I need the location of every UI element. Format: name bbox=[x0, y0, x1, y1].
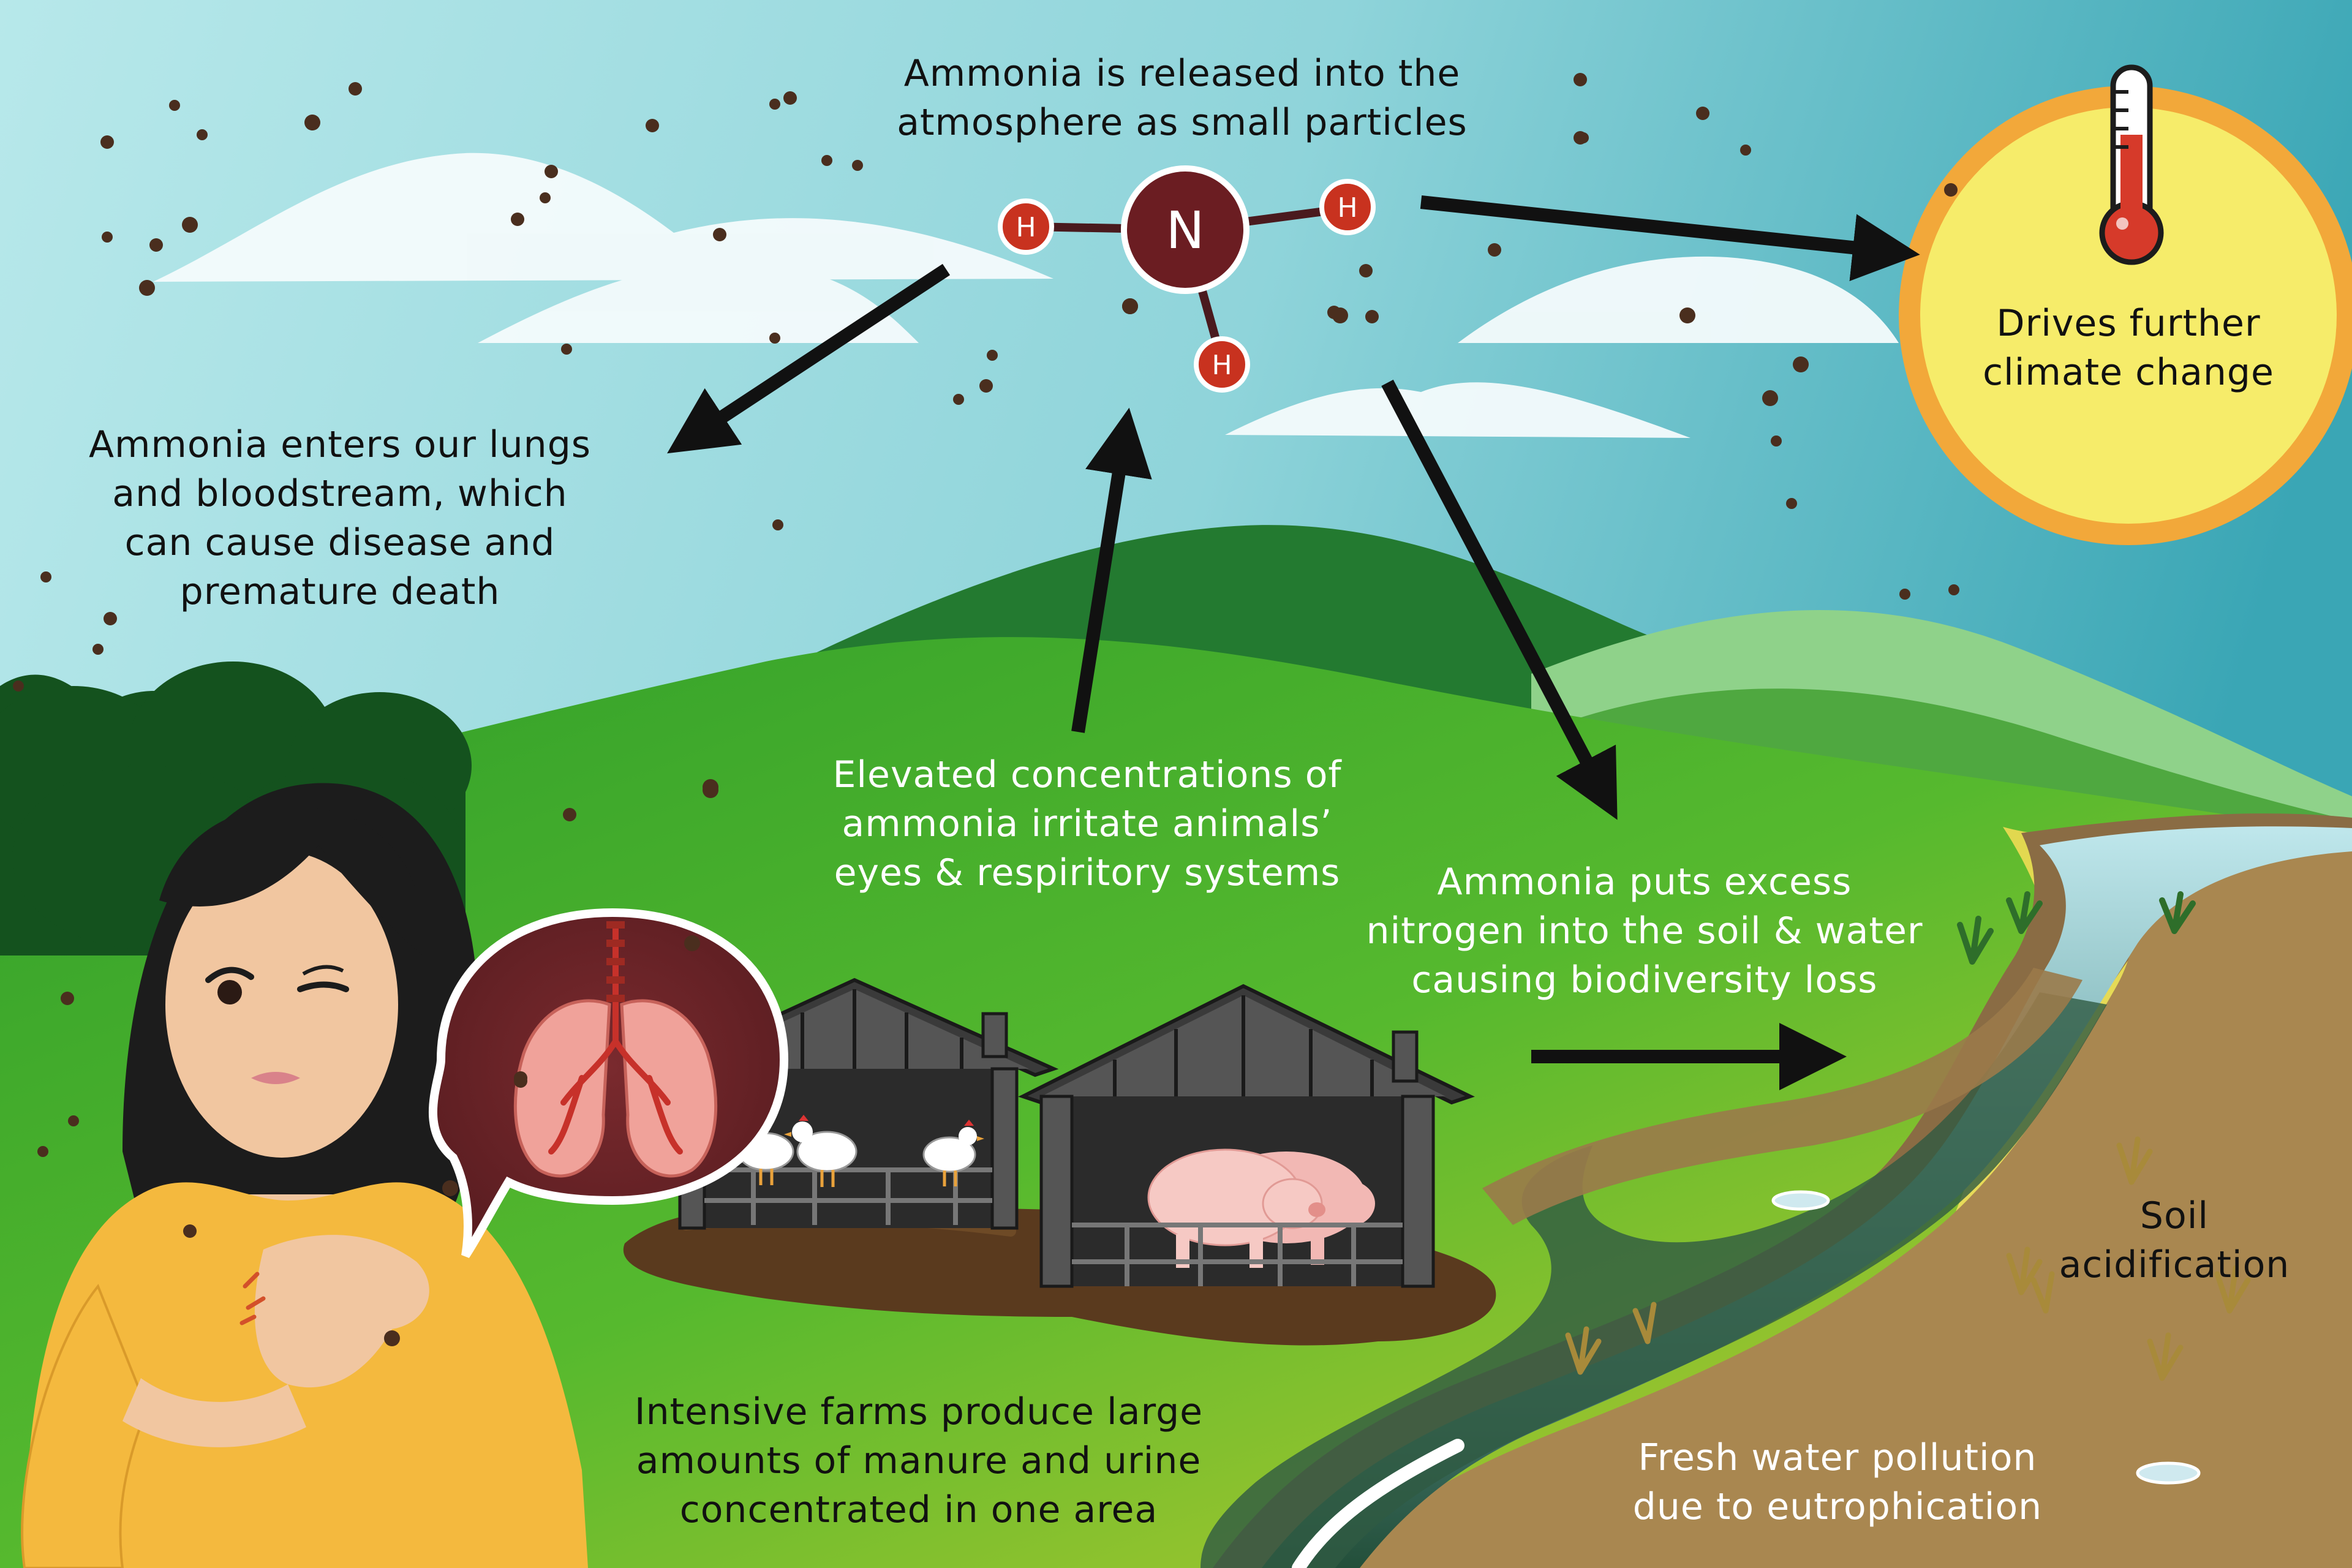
hydrogen-symbol: H bbox=[1016, 212, 1036, 243]
nitrogen-symbol: N bbox=[1166, 200, 1205, 260]
dry-grass bbox=[1565, 1136, 2251, 1381]
hydrogen-atom bbox=[1194, 336, 1250, 393]
woman-coughing bbox=[21, 783, 588, 1568]
label-animals: Elevated concentrations of ammonia irrit… bbox=[832, 753, 1342, 894]
label-farms: Intensive farms produce large amounts of… bbox=[634, 1390, 1204, 1531]
pig-barn bbox=[1018, 984, 1475, 1288]
label-nitrogen: Ammonia puts excess nitrogen into the so… bbox=[1366, 861, 1923, 1001]
hydrogen-atom bbox=[1319, 179, 1376, 235]
arrows bbox=[667, 195, 1920, 1090]
sun bbox=[1899, 86, 2352, 545]
lungs-icon bbox=[513, 921, 718, 1178]
arrow-icon bbox=[1381, 379, 1618, 820]
arrow-icon bbox=[1071, 407, 1152, 733]
label-pollution: Fresh water pollution due to eutrophicat… bbox=[1632, 1436, 2043, 1528]
ammonia-molecule-icon: N H H H bbox=[998, 165, 1376, 393]
nitrogen-atom bbox=[1121, 165, 1250, 294]
thermometer-icon bbox=[2099, 64, 2164, 265]
hydrogen-symbol: H bbox=[1337, 192, 1357, 224]
pigs bbox=[1147, 1148, 1375, 1268]
hydrogen-symbol: H bbox=[1212, 350, 1232, 381]
arrow-icon bbox=[1420, 195, 1920, 281]
label-lungs: Ammonia enters our lungs and bloodstream… bbox=[88, 423, 592, 613]
clouds bbox=[153, 153, 1899, 438]
lungs-bubble bbox=[429, 908, 789, 1258]
ammonia-particles bbox=[13, 73, 1959, 1346]
label-climate: Drives further climate change bbox=[1983, 302, 2274, 394]
label-released: Ammonia is released into the atmosphere … bbox=[897, 52, 1468, 144]
arrow-icon bbox=[667, 263, 951, 454]
hydrogen-atom bbox=[998, 198, 1054, 255]
riverbank bbox=[1482, 968, 2082, 1225]
label-acidification: Soil acidification bbox=[2059, 1194, 2290, 1286]
grass-tufts bbox=[1957, 891, 2196, 965]
